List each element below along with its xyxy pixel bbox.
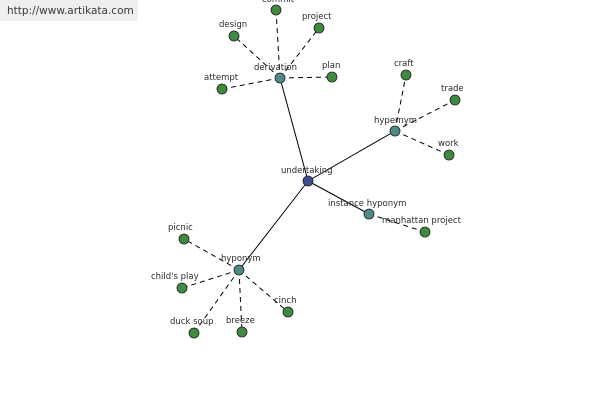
relation-node-hypernym[interactable] [389,125,401,137]
node-label-childs-play: child's play [151,272,199,282]
root-node-undertaking[interactable] [302,175,314,187]
edge-derivation-project [279,27,320,79]
leaf-node-design[interactable] [228,30,240,42]
node-label-plan: plan [322,61,340,71]
edge-hyponym-cinch [238,269,289,313]
node-label-hyponym: hyponym [221,254,261,264]
edge-hypernym-trade [394,99,456,132]
edge-hyponym-picnic [183,238,240,271]
leaf-node-craft[interactable] [400,69,412,81]
edge-derivation-commit [275,9,281,79]
node-label-work: work [438,139,459,149]
relation-node-instance-hyponym[interactable] [363,208,375,220]
node-label-breeze: breeze [226,316,255,326]
edge-hyponym-breeze [238,269,243,333]
node-label-duck-soup: duck soup [170,317,214,327]
leaf-node-breeze[interactable] [236,326,248,338]
node-label-manhattan-project: manhattan project [382,216,462,226]
relation-node-hyponym[interactable] [233,264,245,276]
edge-undertaking-hypernym [307,130,396,182]
edge-hyponym-childs-play [181,269,240,289]
leaf-node-commit[interactable] [270,4,282,16]
edge-hyponym-duck-soup [193,269,240,334]
node-label-instance-hyponym: instance hyponym [328,199,406,209]
edges-layer [181,9,456,334]
watermark-url: http://www.artikata.com [7,5,134,17]
node-label-cinch: cinch [274,296,296,306]
edge-derivation-design [233,35,281,79]
leaf-node-plan[interactable] [326,71,338,83]
watermark-bar: http://www.artikata.com [0,0,138,21]
relation-node-derivation[interactable] [274,72,286,84]
node-label-attempt: attempt [204,73,239,83]
leaf-node-duck-soup[interactable] [188,327,200,339]
node-label-project: project [302,12,332,22]
leaf-node-work[interactable] [443,149,455,161]
edge-derivation-plan [279,76,333,79]
edge-hypernym-work [394,130,450,156]
edge-hypernym-craft [394,74,407,132]
node-label-picnic: picnic [168,223,193,233]
leaf-node-picnic[interactable] [178,233,190,245]
node-label-design: design [219,20,247,30]
leaf-node-cinch[interactable] [282,306,294,318]
labels-layer: commit design project attempt plan derivation… [151,0,464,327]
leaf-node-attempt[interactable] [216,83,228,95]
leaf-node-trade[interactable] [449,94,461,106]
edge-undertaking-hyponym [238,180,309,271]
node-label-derivation: derivation [254,63,297,73]
node-label-craft: craft [394,59,414,69]
edge-instance-hyponym-manhattan-project [368,213,426,233]
edge-undertaking-derivation [279,77,309,182]
node-label-commit: commit [262,0,295,5]
leaf-node-manhattan-project[interactable] [419,226,431,238]
edge-undertaking-instance-hyponym [307,180,370,215]
leaf-node-project[interactable] [313,22,325,34]
node-label-hypernym: hypernym [374,116,417,126]
edge-derivation-attempt [221,77,281,90]
leaf-node-childs-play[interactable] [176,282,188,294]
nodes-layer [176,4,461,339]
node-label-undertaking: undertaking [281,166,333,176]
node-label-trade: trade [441,84,464,94]
